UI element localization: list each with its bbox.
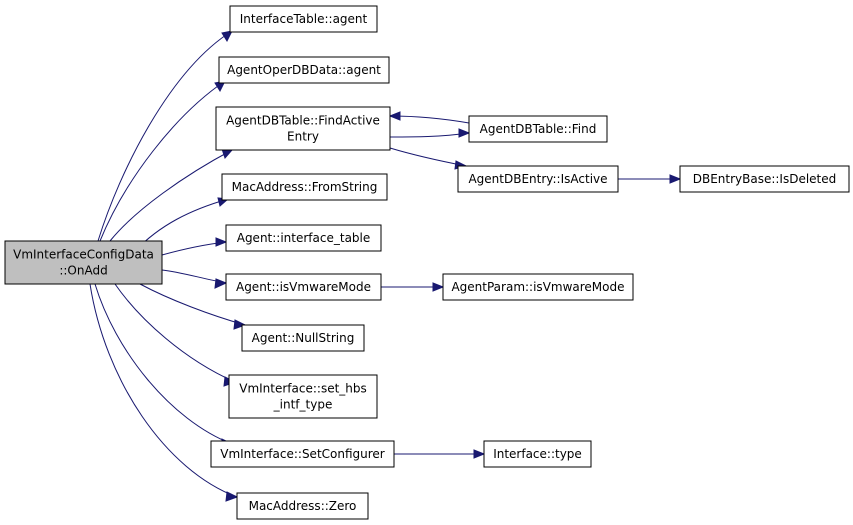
node-agent-is-vmware-mode[interactable]: Agent::isVmwareMode: [225, 273, 382, 301]
node-label: VmInterface::set_hbs: [239, 382, 367, 396]
edge-root-to-mac_address_zero: [89, 283, 239, 502]
node-interface-type[interactable]: Interface::type: [483, 440, 592, 468]
arrowhead-icon: [473, 449, 486, 459]
edge-line: [389, 132, 470, 138]
edge-vm_interface_set_configurer-to-interface_type: [394, 449, 486, 459]
node-box: [225, 273, 382, 301]
node-box: [468, 115, 608, 143]
node-label: InterfaceTable::agent: [240, 12, 368, 26]
node-agent-interface-table[interactable]: Agent::interface_table: [225, 224, 382, 252]
node-label: _intf_type: [273, 398, 333, 412]
arrowhead-icon: [214, 278, 228, 289]
edges-layer: [89, 30, 682, 502]
edge-agent_db_table_find_active_entry-to-agent_db_entry_is_active: [389, 147, 468, 170]
node-label: Agent::NullString: [252, 331, 355, 345]
node-db-entry-base-is-deleted[interactable]: DBEntryBase::IsDeleted: [679, 165, 850, 193]
node-box: [483, 440, 592, 468]
node-agent-db-entry-is-active[interactable]: AgentDBEntry::IsActive: [457, 165, 619, 193]
arrowhead-icon: [215, 237, 228, 247]
node-box: [228, 374, 378, 419]
node-box: [679, 165, 850, 193]
edge-line: [389, 147, 467, 167]
node-box: [442, 273, 634, 301]
node-agent-db-table-find[interactable]: AgentDBTable::Find: [468, 115, 608, 143]
node-label: MacAddress::Zero: [249, 499, 357, 513]
node-label: Agent::interface_table: [237, 231, 371, 245]
edge-line: [109, 149, 233, 242]
arrowhead-icon: [233, 319, 247, 330]
edge-agent_db_table_find_active_entry-to-agent_db_table_find: [389, 128, 471, 138]
edge-root-to-agent_oper_db_data_agent: [99, 80, 226, 242]
edge-root-to-interface_table_agent: [97, 30, 233, 242]
node-box: [221, 173, 388, 201]
node-agent-null-string[interactable]: Agent::NullString: [241, 324, 365, 352]
node-box: [229, 5, 378, 33]
node-root[interactable]: VmInterfaceConfigData::OnAdd: [4, 240, 163, 285]
node-label: ::OnAdd: [59, 264, 107, 278]
edge-line: [389, 115, 470, 124]
node-mac-address-from-string[interactable]: MacAddress::FromString: [221, 173, 388, 201]
node-label: AgentOperDBData::agent: [227, 63, 381, 77]
arrowhead-icon: [669, 174, 682, 184]
node-label: AgentDBEntry::IsActive: [468, 172, 607, 186]
node-agent-param-is-vmware-mode[interactable]: AgentParam::isVmwareMode: [442, 273, 634, 301]
node-label: MacAddress::FromString: [232, 180, 378, 194]
node-mac-address-zero[interactable]: MacAddress::Zero: [236, 492, 369, 520]
node-box: [457, 165, 619, 193]
node-box: [218, 56, 390, 84]
arrowhead-icon: [225, 491, 239, 502]
arrowhead-icon: [432, 282, 445, 292]
edge-root-to-agent_null_string: [139, 283, 247, 330]
arrowhead-icon: [221, 30, 233, 43]
edge-line: [114, 283, 236, 383]
node-box: [236, 492, 369, 520]
nodes-layer: VmInterfaceConfigData::OnAdd InterfaceTab…: [4, 5, 850, 520]
node-label: AgentDBTable::FindActive: [226, 114, 380, 128]
node-agent-oper-db-data-agent[interactable]: AgentOperDBData::agent: [218, 56, 390, 84]
node-label: Agent::isVmwareMode: [236, 280, 371, 294]
edge-line: [89, 283, 238, 498]
edge-root-to-agent_db_table_find_active_entry: [109, 148, 234, 242]
node-box: [241, 324, 365, 352]
edge-root-to-agent_interface_table: [161, 237, 228, 256]
edge-line: [94, 283, 233, 445]
node-label: VmInterfaceConfigData: [13, 248, 154, 262]
node-label: Interface::type: [493, 447, 582, 461]
edge-root-to-agent_is_vmware_mode: [161, 269, 228, 289]
edge-line: [139, 283, 246, 326]
node-box: [225, 224, 382, 252]
node-label: DBEntryBase::IsDeleted: [693, 172, 837, 186]
node-label: Entry: [287, 130, 319, 144]
edge-agent_db_entry_is_active-to-db_entry_base_is_deleted: [618, 174, 682, 184]
edge-root-to-vm_interface_set_configurer: [94, 283, 234, 449]
node-label: VmInterface::SetConfigurer: [220, 447, 385, 461]
edge-line: [99, 80, 226, 242]
node-box: [4, 240, 163, 285]
node-label: AgentDBTable::Find: [480, 122, 597, 136]
arrowhead-icon: [388, 111, 401, 121]
node-interface-table-agent[interactable]: InterfaceTable::agent: [229, 5, 378, 33]
edge-root-to-vm_interface_set_hbs_intf_type: [114, 283, 237, 387]
node-vm-interface-set-hbs-intf-type[interactable]: VmInterface::set_hbs_intf_type: [228, 374, 378, 419]
node-box: [215, 106, 391, 151]
arrowhead-icon: [458, 128, 471, 138]
edge-line: [97, 30, 233, 242]
edge-agent_is_vmware_mode-to-agent_param_is_vmware_mode: [381, 282, 445, 292]
node-box: [210, 440, 395, 468]
node-vm-interface-set-configurer[interactable]: VmInterface::SetConfigurer: [210, 440, 395, 468]
node-label: AgentParam::isVmwareMode: [451, 280, 624, 294]
edge-agent_db_table_find-to-agent_db_table_find_active_entry: [388, 111, 470, 124]
